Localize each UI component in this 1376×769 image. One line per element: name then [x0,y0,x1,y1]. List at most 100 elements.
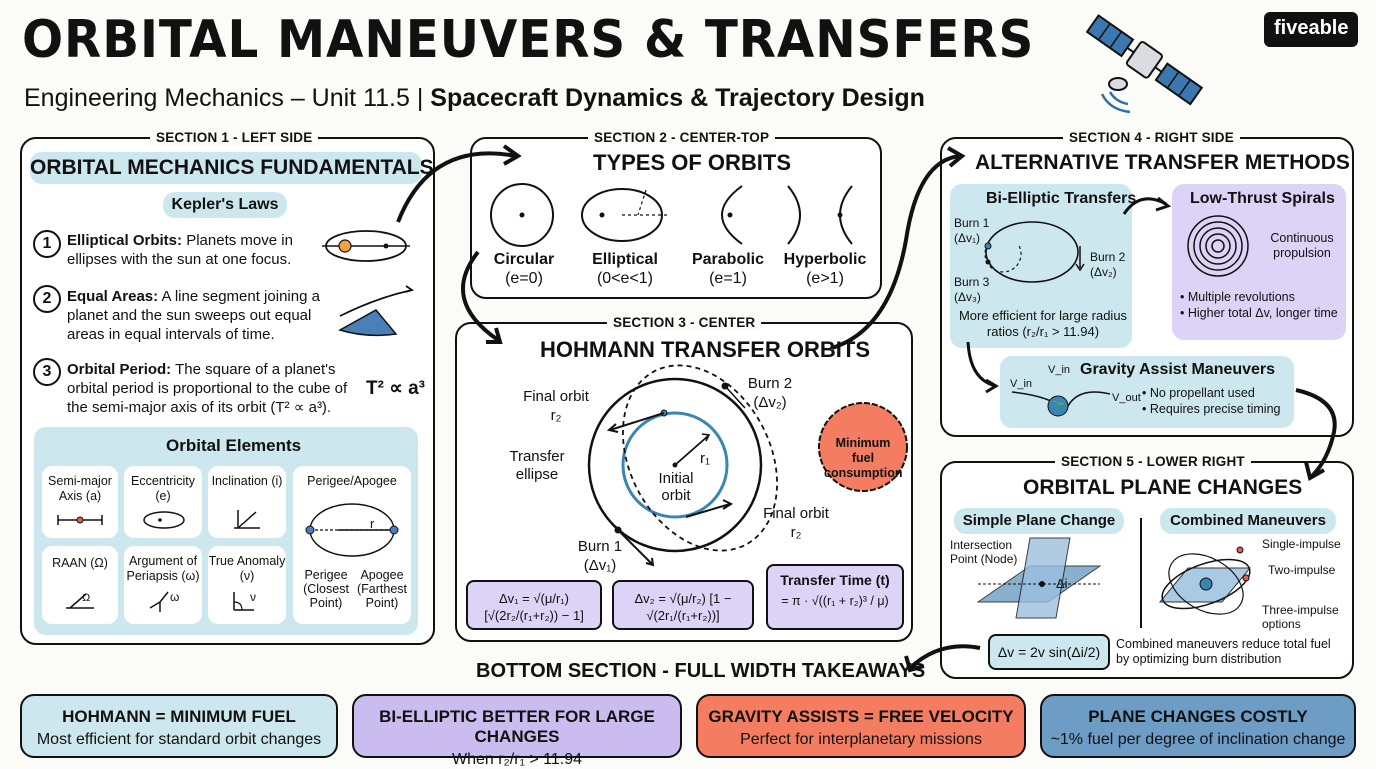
fiveable-logo: fiveable [1264,12,1359,47]
gravity-assist-title: Gravity Assist Maneuvers [1080,361,1276,378]
badge-seal [818,402,908,492]
section2-label: SECTION 2 - CENTER-TOP [588,130,776,145]
equal-areas-icon [338,285,415,337]
section3-label: SECTION 3 - CENTER [607,315,762,330]
bielliptic-panel [950,184,1132,348]
perigee-label: Perigee (Closest Point) [303,568,349,610]
spiral-icon [1187,215,1249,277]
delta-i-label: Δi [1056,576,1068,591]
law2-text: Equal Areas: A line segment joining a pl… [67,288,320,343]
bielliptic-diagram [984,221,1085,283]
vin2-label: V_in [1048,364,1071,376]
bielliptic-burn2: Burn 2 (Δv₂) [1090,250,1126,279]
orbit-type-elliptical: Elliptical(0<e<1) [592,251,658,287]
transfer-ellipse-label: Transfer ellipse [509,448,565,483]
lowthrust-title: Low-Thrust Spirals [1190,190,1335,207]
transfer-time-box: Transfer Time (t) = π · √((r₁ + r₂)³ / μ… [766,564,904,630]
law1-text: Elliptical Orbits: Planets move in ellip… [67,232,293,268]
simple-plane-diagram [976,537,1102,619]
element-raan: RAAN (Ω) [42,546,118,624]
lowthrust-bullet-1: • Multiple revolutions [1180,290,1295,304]
initial-orbit-label: Initial orbit [658,470,694,504]
bielliptic-burn1: Burn 1 (Δv₁) [954,216,990,245]
continuous-propulsion-label: Continuous propulsion [1270,231,1334,260]
perigee-apogee-r: r [370,516,375,531]
semimajor-axis-icon [57,515,103,525]
burn1-label: Burn 1(Δv₁) [577,538,623,574]
orbit-types-icons [490,183,853,247]
plane-change-formula: Δv = 2v sin(Δi/2) [988,634,1110,670]
section5-label: SECTION 5 - LOWER RIGHT [1055,454,1251,469]
law3-text: Orbital Period: The square of a planet's… [67,361,348,416]
transfer-time-formula: = π · √((r₁ + r₂)³ / μ) [781,594,889,608]
lowthrust-bullet-2: • Higher total Δv, longer time [1180,306,1338,320]
gravity-assist-diagram [1011,391,1111,417]
takeaway-plane-changes: PLANE CHANGES COSTLY~1% fuel per degree … [1040,694,1356,758]
r1-label: r₁ [700,450,711,467]
single-impulse-label: Single-impulse [1262,537,1341,551]
section4-label: SECTION 4 - RIGHT SIDE [1063,130,1240,145]
apogee-label: Apogee (Farthest Point) [356,568,407,610]
section5-title: ORBITAL PLANE CHANGES [1023,476,1303,499]
gravity-bullet-1: • No propellant used [1142,386,1255,400]
vin-label: V_in [1010,378,1033,390]
combined-maneuvers-diagram [1158,546,1252,615]
section3-title: HOHMANN TRANSFER ORBITS [540,337,870,362]
satellite-icon [1085,14,1204,114]
gravity-bullet-2: • Requires precise timing [1142,402,1281,416]
law3-number: 3 [33,358,61,386]
transfer-time-title: Transfer Time (t) [780,572,890,588]
gravity-assist-panel [1000,356,1294,428]
orbital-elements-title: Orbital Elements [166,436,302,455]
dv1-formula: Δv₁ = √(μ/r₁) [√(2r₂/(r₁+r₂)) − 1] [466,580,602,630]
section5-divider [1140,518,1142,628]
dv2-formula: Δv₂ = √(μ/r₂) [1 − √(2r₁/(r₁+r₂))] [612,580,754,630]
bielliptic-burn3: Burn 3 (Δv₃) [954,275,990,304]
two-impulse-label: Two-impulse [1268,563,1336,577]
page-title: ORBITAL MANEUVERS & TRANSFERS [22,10,1035,70]
bielliptic-title: Bi-Elliptic Transfers [986,190,1137,207]
section1-title: ORBITAL MECHANICS FUNDAMENTALS [30,152,434,184]
section4-title: ALTERNATIVE TRANSFER METHODS [975,151,1350,174]
section2-title: TYPES OF ORBITS [593,150,792,175]
section2-panel [470,137,882,299]
element-argument-periapsis: Argument of Periapsis (ω) [124,546,202,624]
keplers-laws-label: Kepler's Laws [163,192,287,218]
nu-symbol: ν [250,590,256,604]
element-perigee-apogee: Perigee/Apogee [293,466,411,624]
burn2-label: Burn 2(Δv₂) [747,375,793,411]
combined-maneuvers-title: Combined Maneuvers [1160,508,1336,534]
page-subtitle: Engineering Mechanics – Unit 11.5 | Spac… [24,84,925,113]
law2-number: 2 [33,285,61,313]
inclination-icon [234,510,260,529]
element-semimajor: Semi-major Axis (a) [42,466,118,538]
section1-label: SECTION 1 - LEFT SIDE [150,130,319,145]
raan-symbol: Ω [82,592,91,604]
orbit-type-circular: Circular(e=0) [493,251,555,287]
law3-formula: T² ∝ a³ [366,378,425,399]
true-anomaly-icon [233,592,254,611]
simple-plane-change-title: Simple Plane Change [954,508,1124,534]
hohmann-diagram [587,364,778,567]
bielliptic-note: More efficient for large radius ratios (… [958,308,1128,339]
combined-note: Combined maneuvers reduce total fuel by … [1116,637,1331,666]
element-true-anomaly: True Anomaly (ν) [208,546,286,624]
raan-icon [66,593,94,609]
minimum-fuel-badge: Minimum fuel consumption [824,436,903,480]
argument-periapsis-icon [149,591,169,612]
three-impulse-label: Three-impulse options [1262,603,1339,631]
subtitle-bold: Spacecraft Dynamics & Trajectory Design [430,84,925,112]
vout-label: V_out [1112,392,1141,404]
law1-number: 1 [33,230,61,258]
elliptical-orbit-icon [322,230,410,262]
bottom-section-title: BOTTOM SECTION - FULL WIDTH TAKEAWAYS [476,660,926,682]
element-inclination: Inclination (i) [208,466,286,538]
omega-symbol: ω [170,590,180,604]
orbit-type-parabolic: Parabolic(e=1) [691,251,765,287]
